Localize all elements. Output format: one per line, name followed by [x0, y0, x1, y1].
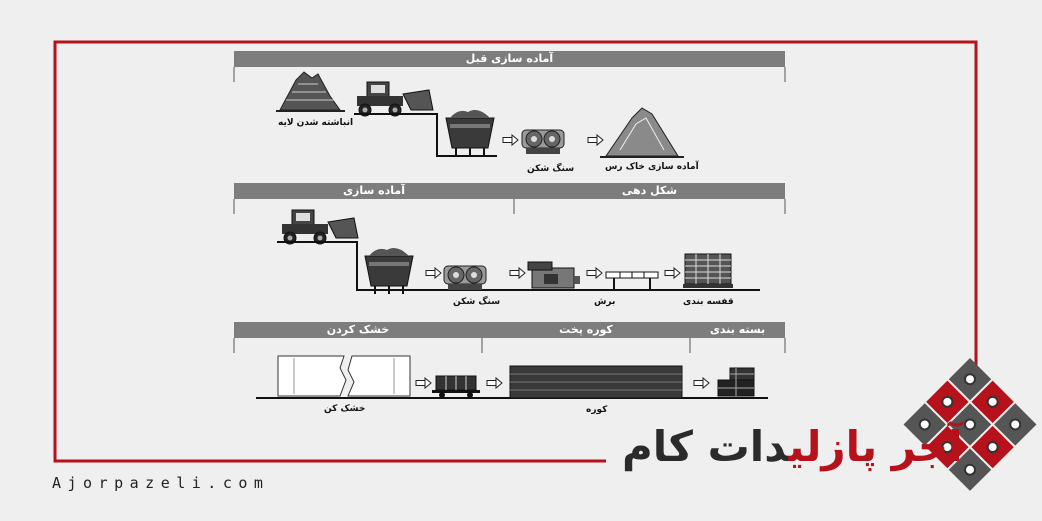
label-clay-prep: آماده سازی خاک رس [605, 162, 699, 172]
brand-name-red: آجر پازلی [788, 422, 963, 471]
cutter-icon [605, 271, 659, 290]
earth-pile-icon [276, 71, 345, 112]
cart-icon [432, 375, 480, 398]
label-crusher: سنگ شکن [527, 164, 575, 174]
crusher-icon [521, 129, 565, 155]
section-drying: خشک کردن [234, 322, 482, 338]
bulldozer-icon [356, 81, 434, 117]
arrow-icon [415, 377, 432, 389]
section-firing: کوره پخت [482, 322, 690, 338]
extruder-icon [527, 261, 580, 289]
crusher-icon [443, 265, 487, 291]
hopper-icon [445, 109, 495, 157]
section-packing: بسته بندی [690, 322, 785, 338]
label-cutting: برش [594, 297, 616, 307]
conveyor-line [277, 241, 760, 291]
dryer-chamber-icon [277, 355, 411, 397]
brand-name: آجر پازلیدات کام [622, 422, 963, 472]
clay-pile-icon [600, 107, 684, 158]
frame-border [53, 40, 978, 463]
brand-name-dark: دات کام [622, 422, 789, 471]
label-dryer: خشک کن [324, 404, 366, 414]
arrow-icon [693, 377, 710, 389]
label-crusher: سنگ شکن [453, 297, 501, 307]
hopper-icon [364, 247, 414, 295]
label-stacking: قفسه بندی [683, 297, 734, 307]
pallet-icon [717, 367, 755, 397]
arrow-icon [509, 267, 526, 279]
site-url: Ajorpazeli.com [52, 474, 270, 492]
conveyor-line [354, 113, 497, 157]
label-layer-stacking: انباشته شدن لایه [278, 118, 354, 128]
section-shaping: شکل دهی [514, 183, 785, 199]
bulldozer-icon [281, 209, 359, 245]
label-kiln: کوره [586, 405, 608, 415]
arrow-icon [664, 267, 681, 279]
arrow-icon [586, 267, 603, 279]
arrow-icon [425, 267, 442, 279]
arrow-icon [486, 377, 503, 389]
section-prep: آماده سازی [234, 183, 514, 199]
arrow-icon [587, 134, 604, 146]
section-pre-prep: آماده سازی قبل [234, 51, 785, 67]
brick-stack-icon [682, 253, 734, 289]
kiln-icon [509, 365, 683, 399]
arrow-icon [502, 134, 519, 146]
